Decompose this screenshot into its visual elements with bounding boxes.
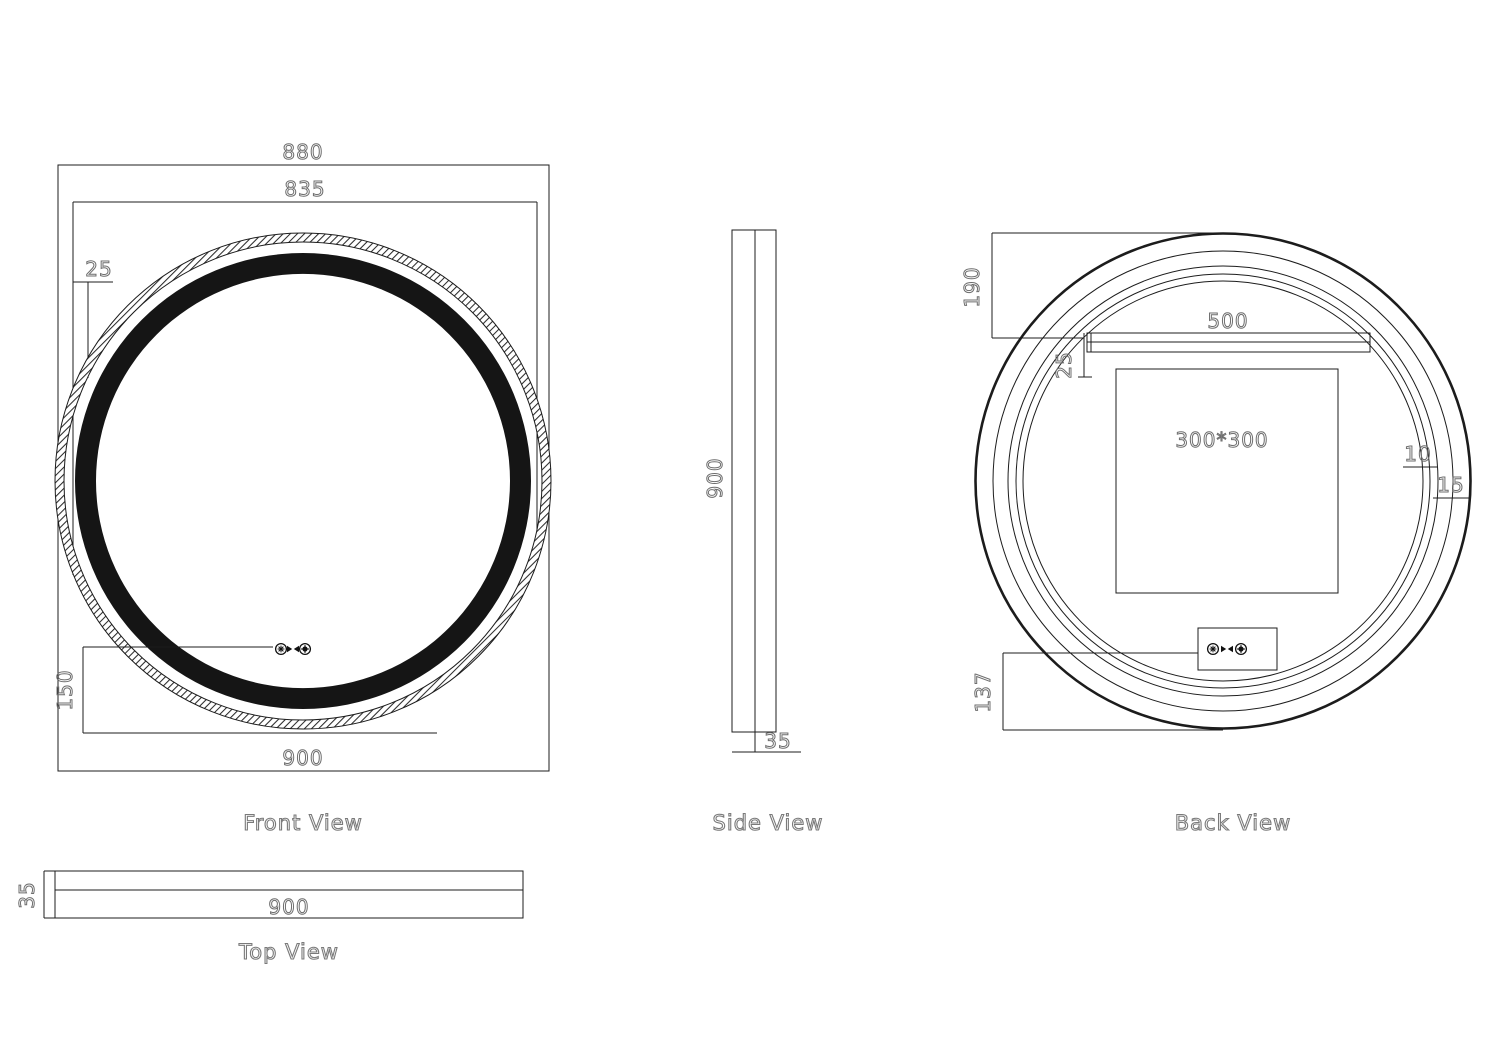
front-led-ring <box>75 253 531 709</box>
top-profile-rect <box>54 870 524 919</box>
back-dim-top-offset-lines <box>991 232 1223 339</box>
back-dim-ring-gap: 10 <box>1404 442 1431 466</box>
back-dim-bar-width: 500 <box>1207 309 1248 333</box>
back-sensor-box <box>1197 627 1278 671</box>
back-dim-bar-height: 25 <box>1052 351 1076 378</box>
anti-fog-icon <box>287 645 299 653</box>
power-control-icon <box>1234 642 1248 656</box>
top-dim-width: 900 <box>268 895 309 919</box>
power-control-icon <box>298 642 312 656</box>
back-junction-box <box>1115 368 1339 594</box>
side-dim-depth-lines <box>732 732 801 753</box>
back-outer-circle <box>974 232 1472 730</box>
light-control-icon <box>274 642 288 656</box>
side-profile-rect <box>731 229 777 733</box>
back-ring-1 <box>992 250 1454 712</box>
side-dim-depth: 35 <box>764 729 791 753</box>
back-ring-2 <box>1007 265 1439 697</box>
front-dim-sensor-lines <box>82 646 437 734</box>
anti-fog-icon <box>1221 645 1233 653</box>
top-dim-depth-lines <box>43 870 55 919</box>
back-view: 190 500 25 300*300 10 15 <box>960 232 1472 836</box>
front-touch-controls <box>274 642 312 656</box>
back-dim-bar-height-lines <box>1078 333 1092 378</box>
back-ring-3 <box>1015 273 1431 689</box>
light-control-icon <box>1206 642 1220 656</box>
front-view-title: Front View <box>243 811 363 835</box>
top-view: 900 35 Top View <box>15 870 524 965</box>
back-view-title: Back View <box>1175 811 1292 835</box>
front-dim-ring-offset: 25 <box>85 257 112 281</box>
front-dim-sensor-height: 150 <box>53 669 77 710</box>
front-dim-inner-width: 835 <box>284 177 325 201</box>
front-dim-overall-width: 880 <box>282 140 323 164</box>
back-dim-sensor-offset-lines <box>1002 652 1223 731</box>
side-dim-height: 900 <box>703 457 727 498</box>
front-dim-overall-height: 900 <box>282 746 323 770</box>
side-view-title: Side View <box>713 811 824 835</box>
top-view-title: Top View <box>238 940 339 964</box>
top-dim-depth: 35 <box>15 881 39 908</box>
back-dim-ring-width: 15 <box>1437 473 1464 497</box>
back-dim-sensor-offset: 137 <box>971 671 995 712</box>
back-dim-junction-box: 300*300 <box>1175 428 1268 452</box>
back-ring-4 <box>1022 280 1424 682</box>
back-hanging-bar <box>1086 332 1371 353</box>
back-dim-top-offset: 190 <box>960 266 984 307</box>
side-view: 900 35 Side View <box>703 229 824 836</box>
front-mirror-frame-ring <box>54 232 552 730</box>
front-view: 880 835 25 150 <box>53 140 552 836</box>
